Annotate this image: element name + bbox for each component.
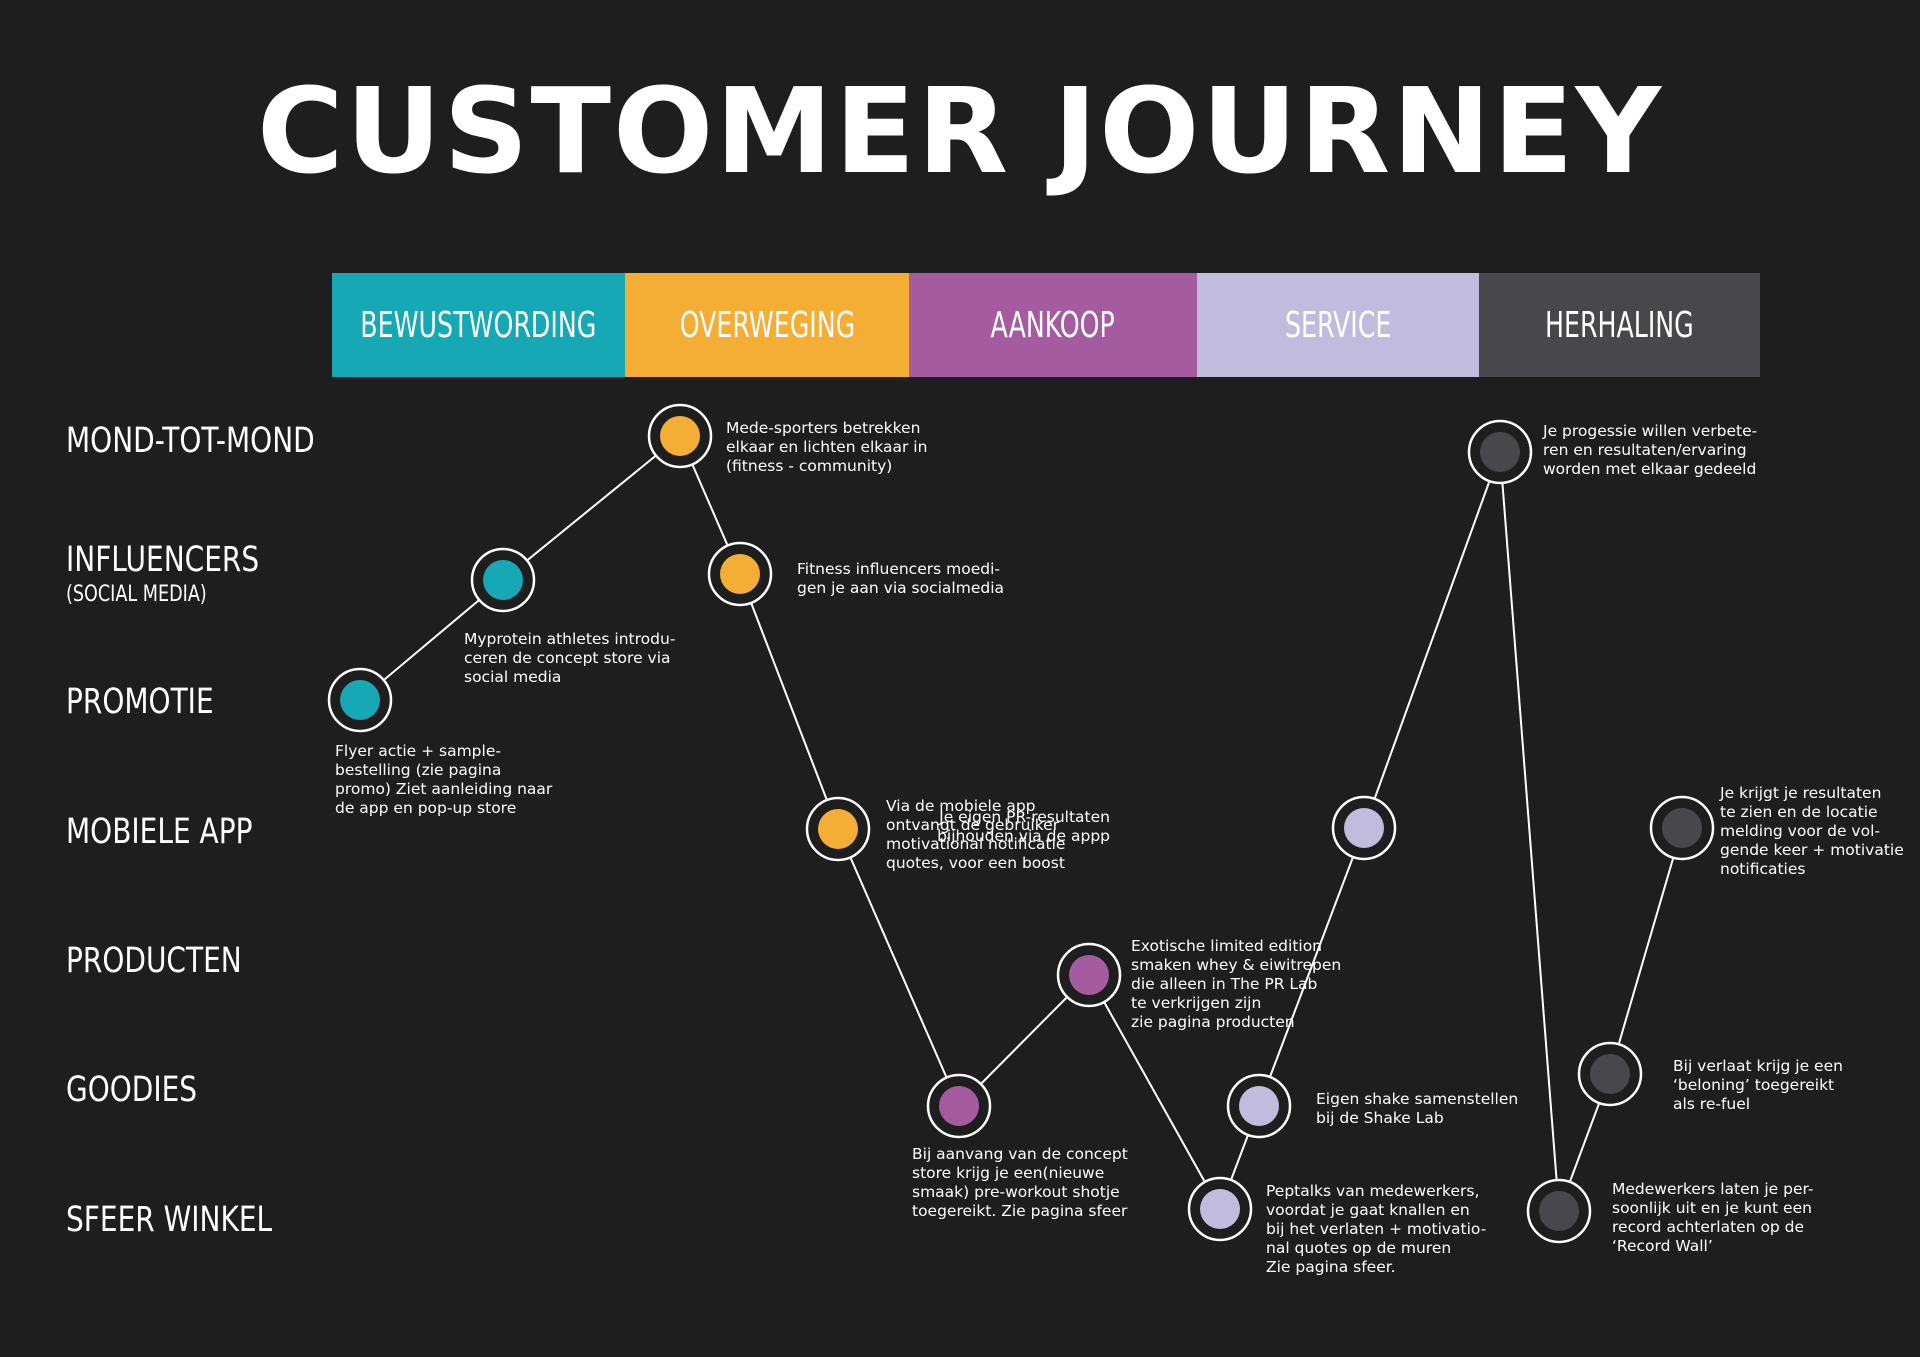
touchpoint-node	[470, 547, 536, 613]
row-label-mond-tot-mond: MOND-TOT-MOND	[66, 421, 315, 461]
phase-herhaling: HERHALING	[1479, 273, 1760, 377]
touchpoint-node	[707, 541, 773, 607]
touchpoint-node	[1467, 419, 1533, 485]
row-label-mobiele-app: MOBIELE APP	[66, 812, 253, 852]
touchpoint-note: Peptalks van medewerkers, voordat je gaa…	[1266, 1182, 1487, 1276]
touchpoint-node	[926, 1073, 992, 1139]
touchpoint-note: Je progessie willen verbete- ren en resu…	[1543, 422, 1758, 478]
touchpoint-node	[805, 796, 871, 862]
row-label-influencers: INFLUENCERS(SOCIAL MEDIA)	[66, 540, 260, 607]
phase-aankoop: AANKOOP	[909, 273, 1197, 377]
touchpoint-note: Bij aanvang van de concept store krijg j…	[912, 1145, 1128, 1220]
journey-connector	[1499, 451, 1560, 1212]
touchpoint-node	[1649, 795, 1715, 861]
touchpoint-node	[1331, 795, 1397, 861]
touchpoint-note: Je eigen PR-resultaten bijhouden via de …	[937, 808, 1110, 845]
phase-label: OVERWEGING	[679, 304, 855, 346]
journey-nodes	[327, 403, 1715, 1244]
phase-label: BEWUSTWORDING	[360, 304, 597, 346]
phase-overweging: OVERWEGING	[625, 273, 909, 377]
touchpoint-note: Je krijgt je resultaten te zien en de lo…	[1720, 784, 1904, 878]
journey-lines	[359, 435, 1683, 1212]
journey-connector	[502, 435, 681, 581]
touchpoint-node	[1577, 1041, 1643, 1107]
touchpoint-node	[1056, 942, 1122, 1008]
row-label-goodies: GOODIES	[66, 1070, 198, 1110]
touchpoint-note: Exotische limited edition smaken whey & …	[1131, 937, 1342, 1031]
touchpoint-note: Via de mobiele app ontvangt de gebruiker…	[886, 797, 1066, 872]
touchpoint-note: Mede-sporters betrekken elkaar en lichte…	[726, 419, 928, 475]
journey-connector	[1609, 827, 1683, 1075]
phase-label: SERVICE	[1284, 304, 1392, 346]
touchpoint-note: Flyer actie + sample- bestelling (zie pa…	[335, 742, 553, 817]
touchpoint-node	[1526, 1178, 1592, 1244]
page-title: CUSTOMER JOURNEY	[257, 62, 1663, 200]
row-label-producten: PRODUCTEN	[66, 941, 242, 981]
journey-connector	[739, 573, 839, 830]
phase-label: HERHALING	[1545, 304, 1694, 346]
journey-connector	[837, 828, 960, 1107]
touchpoint-note: Eigen shake samenstellen bij de Shake La…	[1316, 1090, 1519, 1127]
phase-service: SERVICE	[1197, 273, 1479, 377]
journey-connector	[1088, 974, 1221, 1210]
phase-label: AANKOOP	[990, 304, 1116, 346]
journey-connector	[1363, 451, 1501, 829]
row-label-sfeer-winkel: SFEER WINKEL	[66, 1200, 273, 1240]
touchpoint-node	[327, 667, 393, 733]
journey-connector	[1258, 827, 1365, 1107]
touchpoint-note: Medewerkers laten je per- soonlijk uit e…	[1612, 1180, 1814, 1255]
phase-bar: BEWUSTWORDING OVERWEGING AANKOOP SERVICE…	[332, 273, 1760, 377]
touchpoint-node	[1187, 1176, 1253, 1242]
touchpoint-note: Fitness influencers moedi- gen je aan vi…	[797, 560, 1005, 597]
touchpoint-node	[1226, 1073, 1292, 1139]
touchpoint-node	[647, 403, 713, 469]
row-label-promotie: PROMOTIE	[66, 682, 214, 722]
touchpoint-note: Bij verlaat krijg je een ‘beloning’ toeg…	[1673, 1057, 1843, 1113]
row-sublabel: (SOCIAL MEDIA)	[66, 582, 207, 607]
touchpoint-note: Myprotein athletes introdu- ceren de con…	[464, 630, 676, 686]
phase-bewustwording: BEWUSTWORDING	[332, 273, 625, 377]
